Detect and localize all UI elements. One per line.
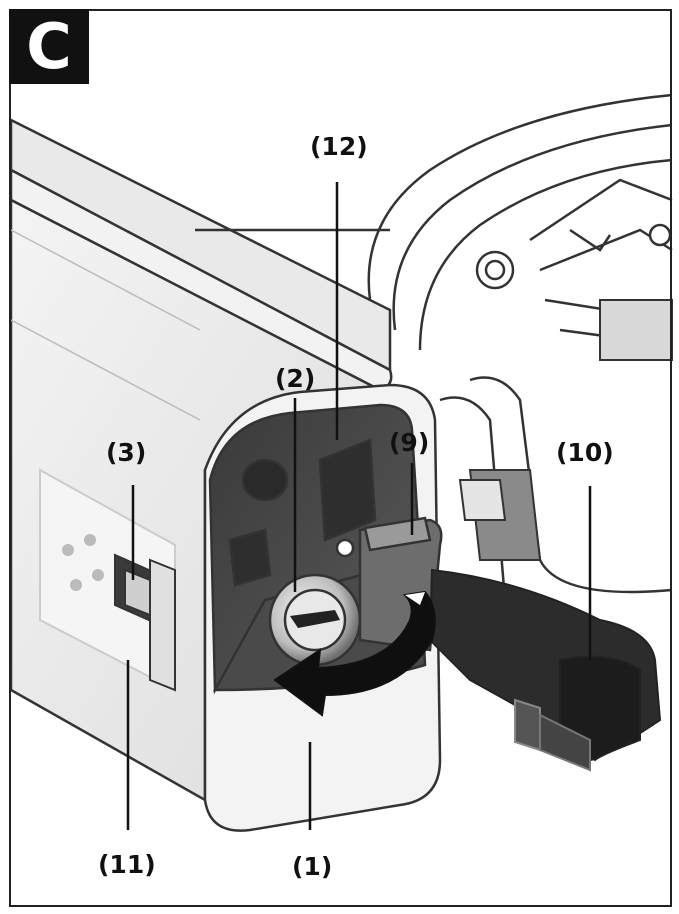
machine-frame [367, 93, 673, 601]
callout-10: (10) [556, 438, 614, 467]
figure-border [9, 9, 672, 907]
callout-11: (11) [98, 850, 156, 879]
figure-badge: C [9, 9, 89, 84]
callout-2: (2) [275, 364, 316, 393]
leader-lines [126, 182, 592, 830]
callout-12: (12) [310, 132, 368, 161]
frame-detail [458, 299, 673, 561]
callout-1: (1) [292, 852, 333, 881]
side-panel [39, 468, 176, 692]
callout-9: (9) [389, 428, 430, 457]
frame-bolt [475, 223, 672, 290]
callout-3: (3) [106, 438, 147, 467]
strap [428, 568, 662, 772]
rotation-arrow [273, 590, 436, 717]
